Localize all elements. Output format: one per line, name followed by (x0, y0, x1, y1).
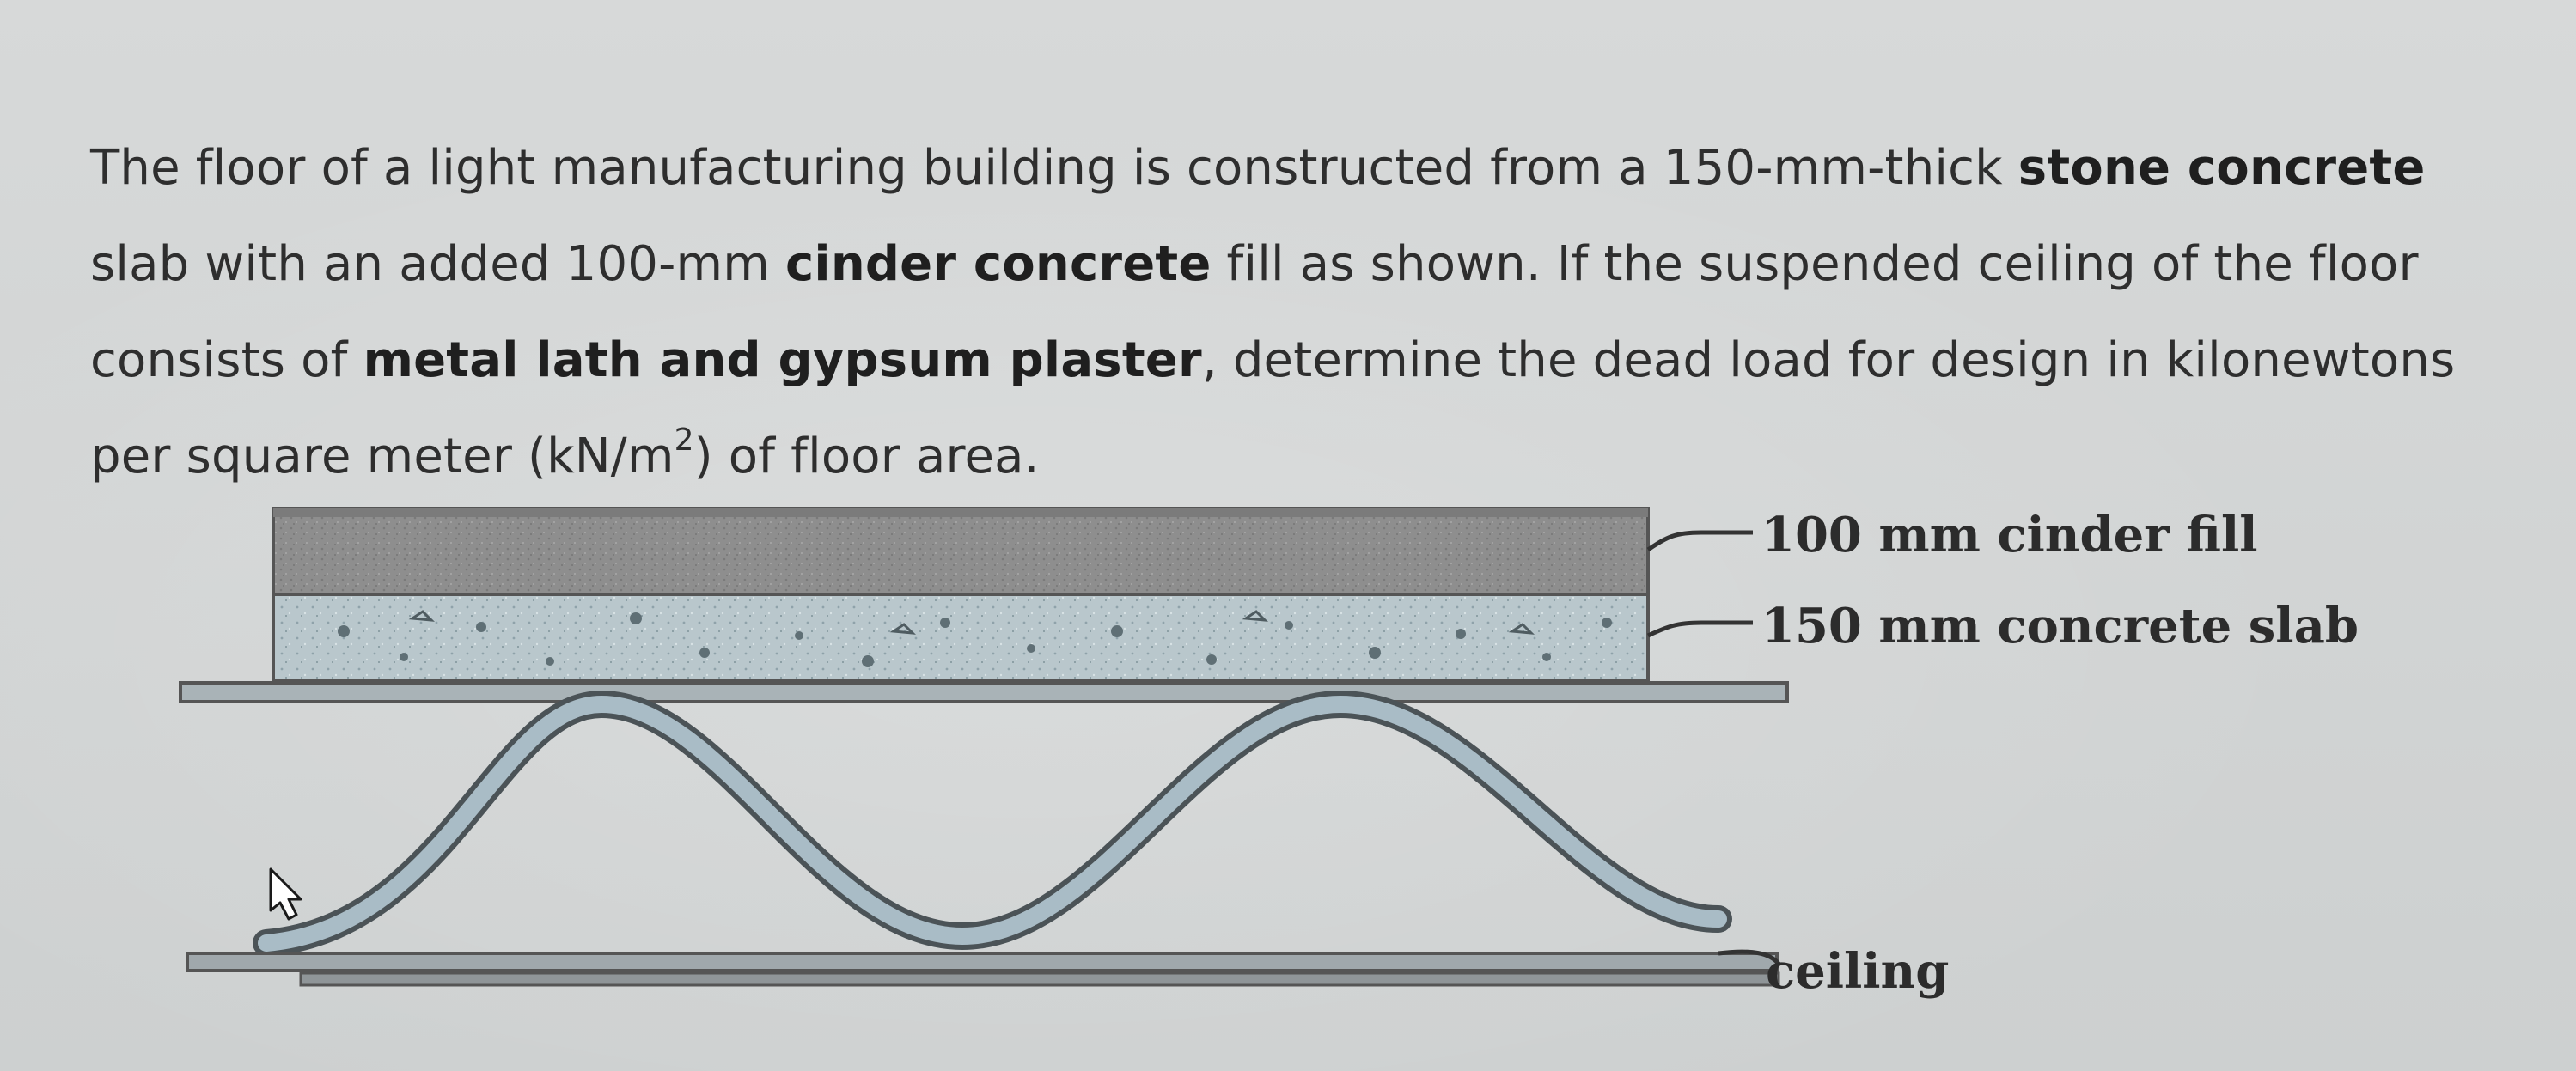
label-ceiling: ceiling (1766, 943, 1949, 1000)
problem-text: The floor of a light manufacturing build… (90, 140, 2018, 196)
metal-lath-wave (253, 690, 1732, 957)
bold-term: stone concrete (2017, 140, 2426, 196)
cinder-fill-layer (272, 507, 1650, 596)
bold-term: metal lath and gypsum plaster (363, 332, 1202, 388)
problem-text: slab with an added 100-mm (90, 236, 786, 292)
ceiling-plates (186, 952, 1780, 987)
problem-text: ) of floor area. (693, 429, 1040, 484)
mouse-pointer-icon (269, 867, 302, 921)
concrete-slab-layer (272, 593, 1650, 682)
deck-plate (179, 681, 1789, 703)
label-cinder-fill: 100 mm cinder fill (1761, 507, 2258, 563)
label-concrete-slab: 150 mm concrete slab (1761, 598, 2359, 654)
problem-statement: The floor of a light manufacturing build… (90, 120, 2530, 505)
problem-text: , determine the dead load for design in … (90, 332, 2456, 484)
problem-text: fill as shown. If the suspended ceiling … (90, 236, 2419, 388)
superscript-2: 2 (674, 423, 694, 459)
bold-term: cinder concrete (785, 236, 1212, 292)
